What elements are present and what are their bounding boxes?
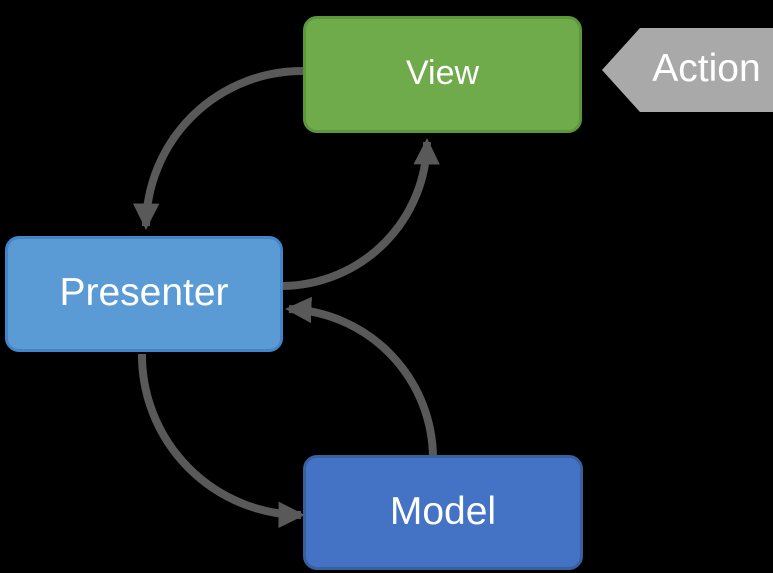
arrow-view-to-presenter (132, 66, 304, 230)
arrow-model-to-presenter (285, 296, 437, 459)
presenter-label: Presenter (59, 271, 229, 314)
view-label: View (405, 54, 480, 92)
action-label: Action (652, 47, 761, 90)
node-view: View (303, 16, 582, 133)
node-presenter: Presenter (5, 236, 283, 352)
model-label: Model (389, 489, 497, 533)
node-model: Model (303, 455, 583, 570)
arrow-presenter-to-view (282, 138, 440, 290)
action-chevron-icon: Action (602, 28, 773, 112)
arrow-presenter-to-model (137, 353, 305, 529)
